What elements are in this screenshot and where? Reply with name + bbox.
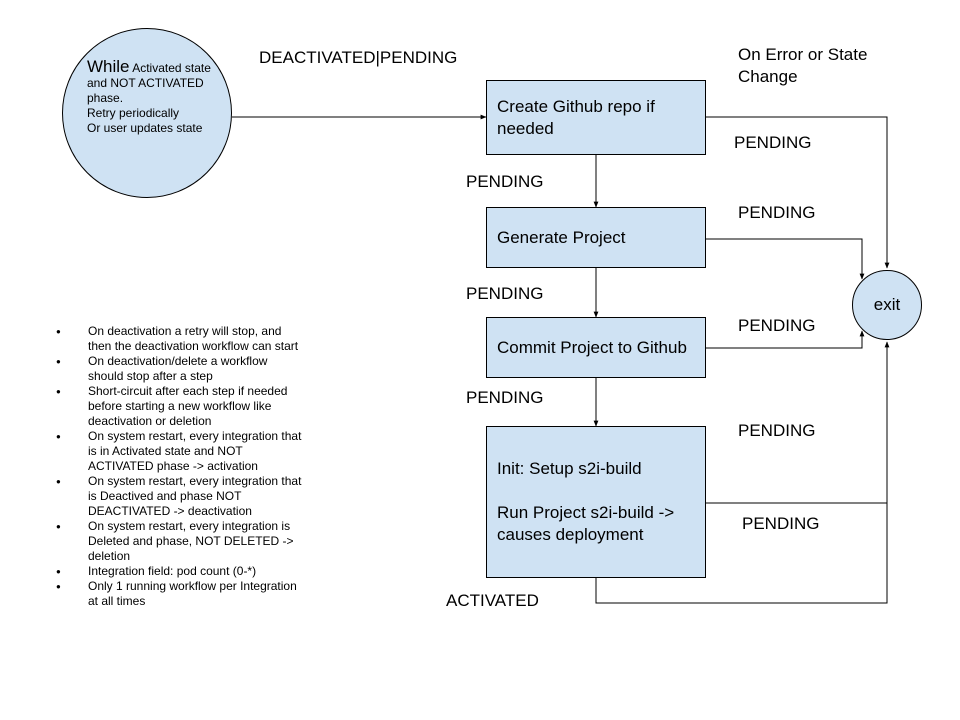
exit-label: exit: [873, 295, 901, 314]
note-item: Only 1 running workflow per Integration …: [56, 579, 306, 609]
notes-list: On deactivation a retry will stop, and t…: [56, 324, 306, 609]
label-on-error: On Error or State Change: [738, 45, 868, 86]
note-item: On system restart, every integration is …: [56, 519, 306, 564]
edge-step4-activated-loop: [595, 503, 888, 604]
edge-label-step4-exit-b: PENDING: [742, 514, 820, 533]
start-retry: Retry periodically: [87, 106, 180, 120]
edge-label-step3-down: PENDING: [466, 388, 544, 407]
start-text: Activated state and NOT ACTIVATED phase.: [87, 61, 211, 105]
start-title: While: [87, 57, 130, 76]
edge-step1-to-exit: [706, 116, 890, 269]
edge-label-activated: ACTIVATED: [446, 591, 539, 610]
step-generate-project: Generate Project: [486, 207, 706, 268]
step-create-github-repo: Create Github repo if needed: [486, 80, 706, 155]
step-commit-project: Commit Project to Github: [486, 317, 706, 378]
edge-label-step4-exit-a: PENDING: [738, 421, 816, 440]
note-item: On deactivation/delete a workflow should…: [56, 354, 306, 384]
step-generate-project-label: Generate Project: [497, 227, 626, 247]
label-deactivated-pending: DEACTIVATED|PENDING: [259, 48, 458, 67]
edge-label-step1-exit: PENDING: [734, 133, 812, 152]
edge-step3-to-exit: [706, 330, 865, 349]
note-item: Short-circuit after each step if needed …: [56, 384, 306, 429]
edge-label-step1-down: PENDING: [466, 172, 544, 191]
edge-label-step3-exit: PENDING: [738, 316, 816, 335]
step-setup-s2i-build-line2: Run Project s2i-build -> causes deployme…: [497, 503, 675, 544]
edge-label-step2-down: PENDING: [466, 284, 544, 303]
step-create-github-repo-label: Create Github repo if needed: [497, 96, 655, 138]
note-item: On system restart, every integration tha…: [56, 429, 306, 474]
step-setup-s2i-build-line1: Init: Setup s2i-build: [497, 459, 642, 478]
note-item: On deactivation a retry will stop, and t…: [56, 324, 306, 354]
note-item: On system restart, every integration tha…: [56, 474, 306, 519]
start-updates: Or user updates state: [87, 121, 203, 135]
step-setup-s2i-build: Init: Setup s2i-build Run Project s2i-bu…: [486, 426, 706, 578]
note-item: Integration field: pod count (0-*): [56, 564, 306, 579]
exit-circle: exit: [852, 270, 922, 340]
step-commit-project-label: Commit Project to Github: [497, 337, 687, 357]
edge-step2-to-exit: [706, 238, 865, 280]
start-condition-circle: While Activated state and NOT ACTIVATED …: [62, 28, 232, 198]
edge-label-step2-exit: PENDING: [738, 203, 816, 222]
